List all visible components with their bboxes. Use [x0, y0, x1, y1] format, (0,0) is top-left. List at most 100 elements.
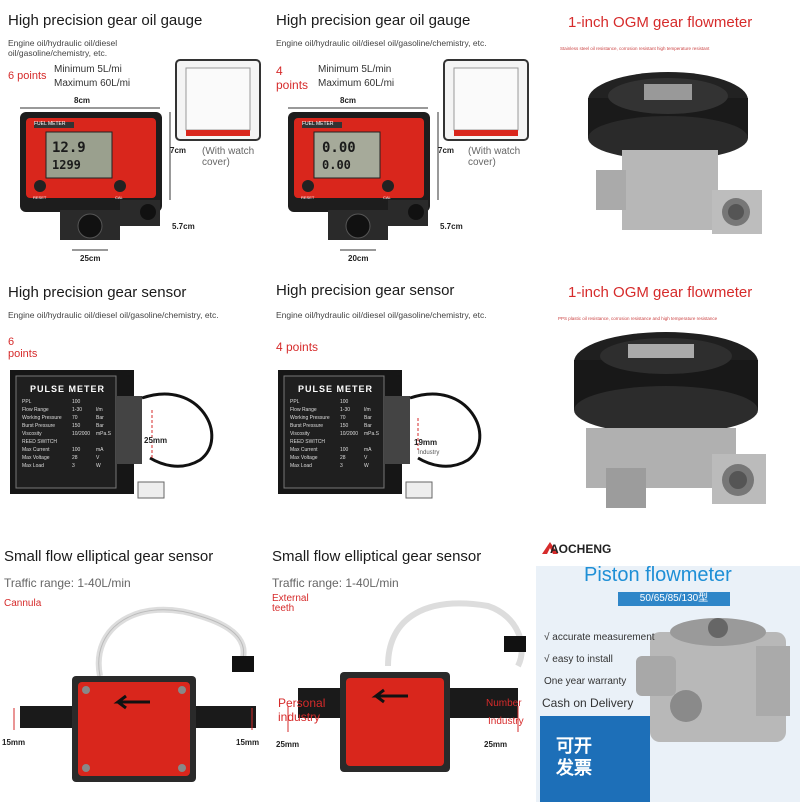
invoice-badge: 可开 发票 — [556, 736, 592, 779]
spec-row: Viscosity 10/2000 mPa.S — [290, 430, 380, 438]
product-cell-elliptical-external[interactable]: Small flow elliptical gear sensor Traffi… — [268, 536, 534, 802]
port-dim: 25mm — [144, 436, 168, 445]
spec-value: 28 — [340, 455, 346, 461]
product-cell-ogm-steel[interactable]: 1-inch OGM gear flowmeter Stainless stee… — [536, 0, 800, 266]
spec-value: 150 — [340, 423, 349, 429]
points-label: 6 points — [8, 70, 47, 82]
spec-value: 100 — [340, 447, 349, 453]
height-dim: 7cm — [438, 146, 455, 155]
cal-button: CAL — [115, 195, 123, 200]
pulse-meter-illustration — [10, 370, 214, 499]
spec-value: 3 — [72, 463, 75, 469]
reset-button: RESET — [33, 195, 47, 200]
product-cell-oil-gauge-4pt[interactable]: High precision gear oil gauge Engine oil… — [268, 0, 534, 266]
product-cell-gear-sensor-4pt[interactable]: High precision gear sensor Engine oil/hy… — [268, 268, 534, 534]
spec-unit: V — [364, 455, 368, 461]
points-label: 6 points — [8, 336, 38, 360]
cell-subtitle: Engine oil/hydraulic oil/diesel oil/gaso… — [8, 38, 118, 58]
spec-row: REED SWITCH — [290, 438, 380, 446]
dim-right: 25mm — [484, 740, 508, 749]
cell-title: High precision gear oil gauge — [276, 12, 471, 29]
spec-unit — [364, 438, 380, 446]
spec-unit: mPa.S — [364, 431, 380, 437]
feature-4: Cash on Delivery — [542, 696, 634, 710]
ogm-flowmeter-image — [574, 332, 766, 508]
spec-unit: l/m — [96, 407, 103, 413]
spec-value: 1-30 — [72, 407, 83, 413]
height-dim: 7cm — [170, 146, 187, 155]
port-note: Industry — [418, 450, 440, 456]
port-dim: 25cm — [80, 254, 101, 263]
spec-value: 10/2000 — [340, 431, 359, 437]
spec-unit: W — [364, 463, 369, 469]
spec-unit: W — [96, 463, 101, 469]
spec-value: 100 — [72, 399, 81, 405]
plate-title: PULSE METER — [298, 384, 374, 394]
cell-subtitle: Engine oil/hydraulic oil/diesel oil/gaso… — [276, 38, 487, 48]
cell-title: High precision gear sensor — [8, 284, 187, 301]
spec-value — [72, 438, 96, 446]
spec-value: 100 — [72, 447, 81, 453]
cell-title: 1-inch OGM gear flowmeter — [568, 284, 753, 301]
spec-name: Burst Pressure — [22, 423, 56, 429]
spec-name: PPL — [290, 399, 300, 405]
product-cell-gear-sensor-6pt[interactable]: High precision gear sensor Engine oil/hy… — [0, 268, 266, 534]
cell-tagline: PPS plastic oil resistance, corrosion re… — [558, 316, 718, 321]
spec-row: Max Voltage 28 V — [290, 454, 380, 462]
spec-value: 70 — [72, 415, 78, 421]
spec-name: Max Voltage — [290, 455, 318, 461]
spec-value: 10/2000 — [72, 431, 91, 437]
pulse-meter-illustration — [278, 370, 482, 499]
right-label-2: Industry — [488, 716, 524, 727]
spec-name: Max Current — [22, 447, 50, 453]
piston-flowmeter-image — [540, 618, 790, 802]
lcd-top: 0.00 — [322, 140, 356, 156]
cell-tagline: Stainless steel oil resistance, corrosio… — [560, 46, 710, 51]
cell-title: High precision gear sensor — [276, 282, 455, 299]
points-label: 4 points — [276, 340, 319, 354]
dim-left: 25mm — [276, 740, 300, 749]
brand-label: FUEL METER — [302, 121, 334, 127]
spec-name: Flow Range — [290, 407, 317, 413]
spec-value: 1-30 — [340, 407, 351, 413]
spec-row: REED SWITCH — [22, 438, 112, 446]
model-badge: 50/65/85/130型 — [618, 592, 730, 606]
spec-name: Max Current — [290, 447, 318, 453]
cover-note: (With watch cover) — [202, 146, 255, 168]
spec-row: Max Load 3 W — [22, 462, 112, 470]
product-cell-oil-gauge-6pt[interactable]: High precision gear oil gauge Engine oil… — [0, 0, 266, 266]
spec-value — [340, 438, 364, 446]
spec-value: 100 — [340, 399, 349, 405]
spec-name: Viscosity — [290, 431, 310, 437]
spec-unit: mA — [364, 447, 372, 453]
spec-name: Working Pressure — [22, 415, 62, 421]
spec-value: 3 — [340, 463, 343, 469]
max-flow: Maximum 60L/mi — [54, 78, 131, 89]
range-label: Traffic range: 1-40L/min — [272, 576, 399, 590]
gauge-illustration — [20, 59, 261, 251]
spec-unit — [96, 398, 112, 406]
cell-title: Small flow elliptical gear sensor — [4, 548, 214, 565]
elliptical-sensor-illustration — [13, 606, 256, 782]
ogm-flowmeter-image — [588, 72, 762, 234]
spec-unit — [364, 398, 380, 406]
height2-dim: 5.7cm — [440, 222, 463, 231]
cell-subtitle: Engine oil/hydraulic oil/diesel oil/gaso… — [8, 310, 219, 320]
kind-label: Cannula — [4, 598, 42, 609]
dim-right: 15mm — [236, 738, 260, 747]
product-cell-piston-flowmeter[interactable]: AOCHENG Piston flowmeter 50/65/85/130型 √… — [536, 536, 800, 802]
product-cell-elliptical-cannula[interactable]: Small flow elliptical gear sensor Traffi… — [0, 536, 266, 802]
spec-unit: Bar — [96, 423, 104, 429]
spec-name: Max Load — [22, 463, 44, 469]
lcd-bottom: 1299 — [52, 158, 81, 172]
spec-name: Viscosity — [22, 431, 42, 437]
product-cell-ogm-pps[interactable]: 1-inch OGM gear flowmeter PPS plastic oi… — [536, 268, 800, 534]
spec-name: Max Voltage — [22, 455, 50, 461]
width-dim: 8cm — [74, 96, 91, 105]
